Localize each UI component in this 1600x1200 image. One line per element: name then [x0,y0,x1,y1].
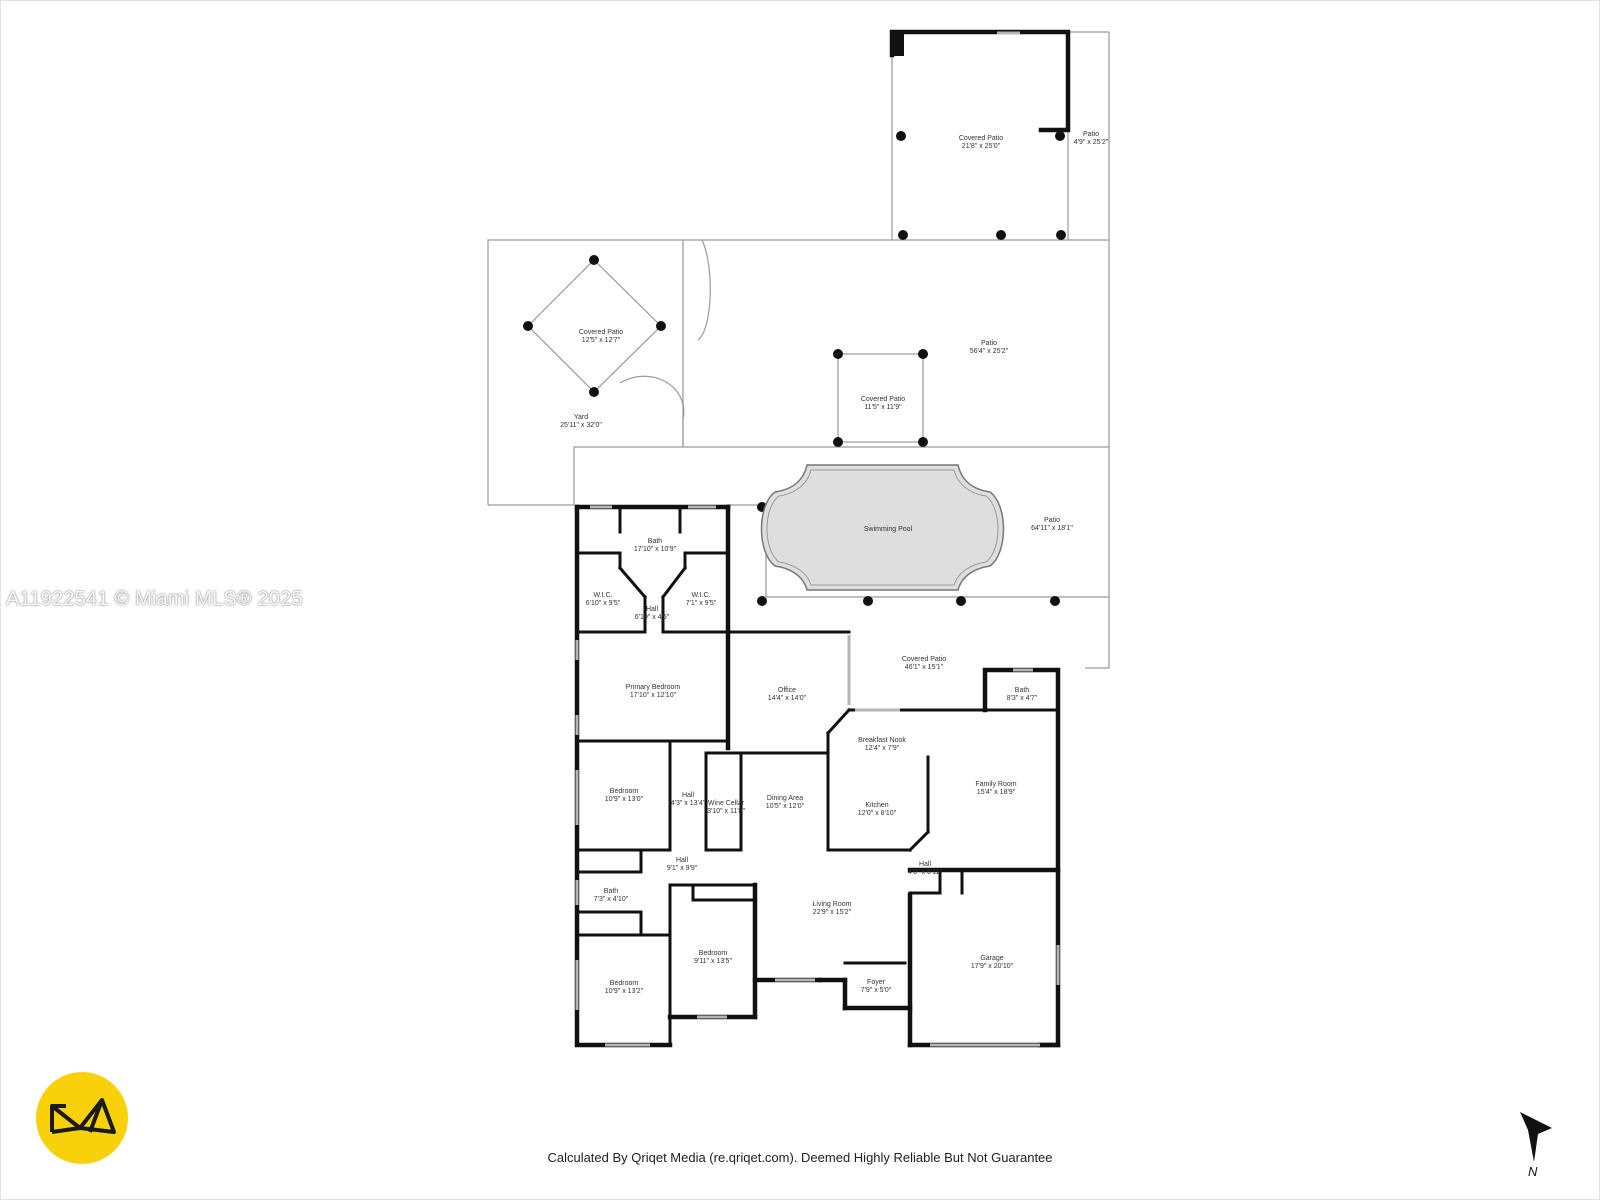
footer-disclaimer: Calculated By Qriqet Media (re.qriqet.co… [547,1150,1053,1165]
qriqet-logo-icon [36,1072,128,1164]
north-arrow-icon: N [1520,1112,1552,1178]
mls-watermark: A11922541 © Miami MLS® 2025 [6,588,303,610]
swimming-pool [760,464,1005,591]
north-label: N [1528,1164,1538,1178]
room-wic-right: W.I.C.7'1" x 9'5" [686,592,717,607]
room-wic-left: W.I.C.6'10" x 9'5" [586,592,621,607]
windows [575,505,1060,1047]
ne-patio-walls [889,29,1071,133]
room-swimming-pool: Swimming Pool [864,526,913,533]
patio-posts [523,131,1066,606]
